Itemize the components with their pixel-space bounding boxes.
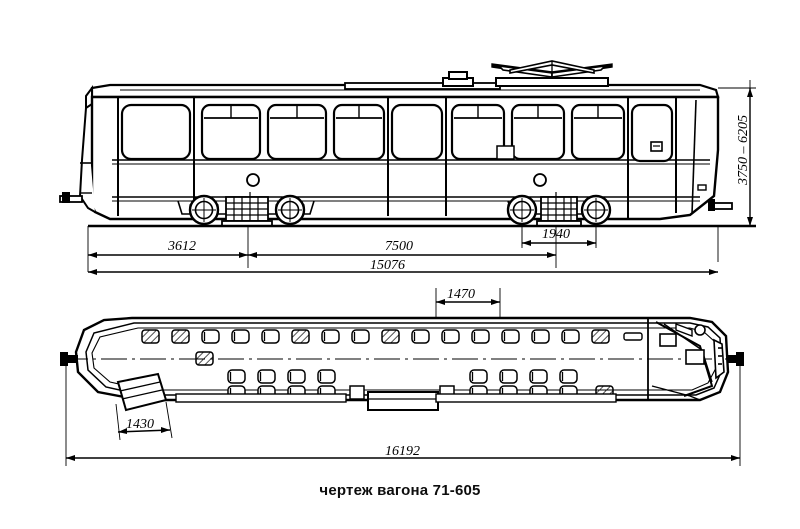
coupler-front bbox=[59, 192, 83, 203]
plan-dimension-labels: 1470 1430 16192 bbox=[126, 287, 475, 459]
plan-front-door bbox=[116, 372, 168, 412]
dim-label-7500: 7500 bbox=[385, 239, 413, 254]
dim-label-15076: 15076 bbox=[370, 258, 405, 273]
rear-bogie bbox=[506, 192, 612, 227]
plan-coupler bbox=[60, 352, 78, 366]
side-dimension-labels: 3612 7500 1940 15076 3750 – 6205 bbox=[167, 115, 751, 273]
pantograph bbox=[491, 60, 613, 87]
dim-label-3612: 3612 bbox=[167, 239, 196, 254]
passenger-windows bbox=[120, 103, 674, 163]
front-bogie bbox=[188, 192, 306, 227]
roof-vent bbox=[442, 71, 474, 87]
plan-dimensions bbox=[65, 288, 741, 466]
coupler-rear bbox=[708, 199, 733, 211]
drawing-caption: чертеж вагона 71-605 bbox=[319, 482, 481, 499]
dim-label-1470: 1470 bbox=[447, 287, 475, 302]
dim-label-height: 3750 – 6205 bbox=[736, 115, 751, 186]
plan-driver-cab bbox=[647, 318, 725, 401]
dim-label-1940: 1940 bbox=[542, 227, 570, 242]
plan-seat-row-upper bbox=[141, 329, 643, 344]
side-dimensions bbox=[87, 80, 756, 275]
plan-mid-door bbox=[367, 391, 439, 411]
side-elevation-view bbox=[59, 60, 756, 228]
plan-coupler-rear bbox=[728, 352, 744, 366]
body-details bbox=[246, 141, 707, 191]
dim-label-1430: 1430 bbox=[126, 417, 154, 432]
plan-sill-strip bbox=[175, 393, 617, 403]
dim-label-16192: 16192 bbox=[385, 444, 420, 459]
plan-view bbox=[60, 316, 744, 412]
door-frames bbox=[117, 97, 697, 218]
roof-ridge bbox=[344, 82, 501, 90]
